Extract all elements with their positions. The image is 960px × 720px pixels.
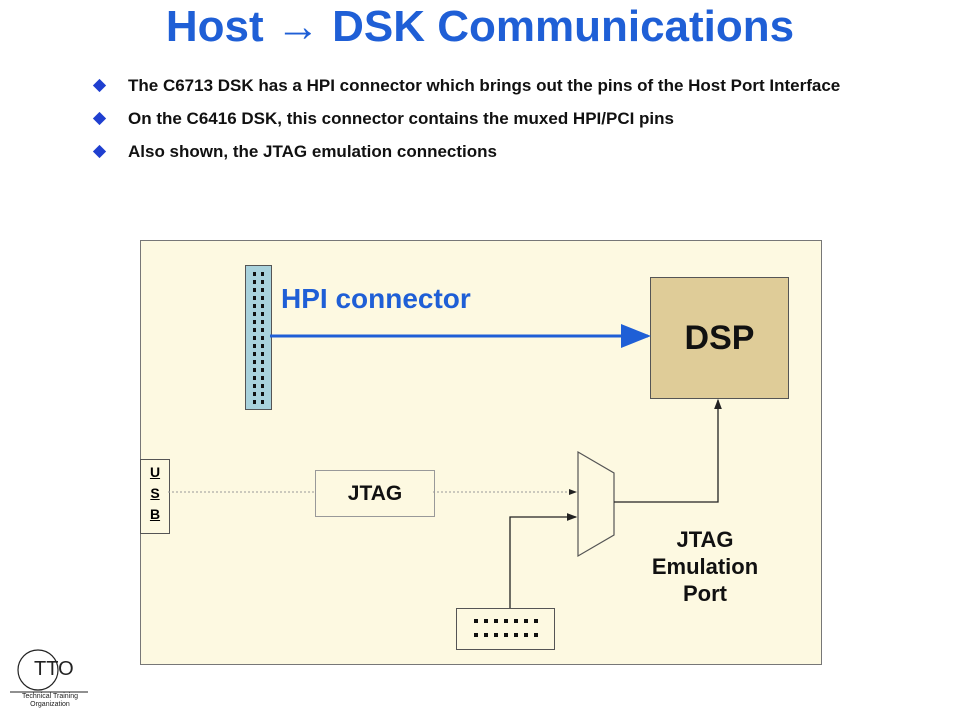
bullet-text: Also shown, the JTAG emulation connectio…	[128, 142, 497, 161]
dsp-block: DSP	[650, 277, 789, 399]
usb-letter: U	[149, 464, 161, 480]
dsp-label: DSP	[684, 318, 755, 357]
usb-letter: B	[149, 506, 161, 522]
logo-sub-line: Organization	[30, 701, 70, 708]
slide-title: Host → DSK Communications	[165, 2, 795, 51]
tto-logo-subtitle: Technical Training Organization	[20, 693, 80, 709]
tto-logo-icon	[10, 649, 88, 693]
connector-pins-icon	[253, 272, 264, 404]
bullet-text: The C6713 DSK has a HPI connector which …	[128, 76, 841, 95]
connector-pins-icon	[474, 619, 538, 637]
bullet-item: On the C6416 DSK, this connector contain…	[92, 109, 852, 128]
bullet-list: The C6713 DSK has a HPI connector which …	[92, 76, 852, 175]
logo-sub-line: Technical Training	[21, 693, 79, 700]
jtag-emulation-connector	[456, 608, 555, 650]
usb-letter: S	[150, 485, 160, 501]
jtag-emulation-port-label: JTAG Emulation Port	[630, 526, 780, 607]
bullet-item: The C6713 DSK has a HPI connector which …	[92, 76, 852, 95]
mux-to-dsp-line	[614, 398, 722, 503]
jtag-block: JTAG	[315, 470, 435, 517]
hpi-connector-label: HPI connector	[281, 283, 471, 314]
bullet-text: On the C6416 DSK, this connector contain…	[128, 109, 674, 128]
hpi-connector	[245, 265, 272, 410]
jtag-mux	[577, 450, 615, 558]
bullet-item: Also shown, the JTAG emulation connectio…	[92, 142, 852, 161]
jtag-label: JTAG	[347, 481, 403, 505]
label-line: JTAG	[676, 527, 734, 552]
tto-logo-text: TTO	[34, 658, 74, 680]
emulation-to-mux-line	[509, 513, 578, 608]
usb-port: U S B	[140, 459, 170, 534]
label-line: Port	[683, 581, 727, 606]
label-line: Emulation	[651, 554, 759, 579]
